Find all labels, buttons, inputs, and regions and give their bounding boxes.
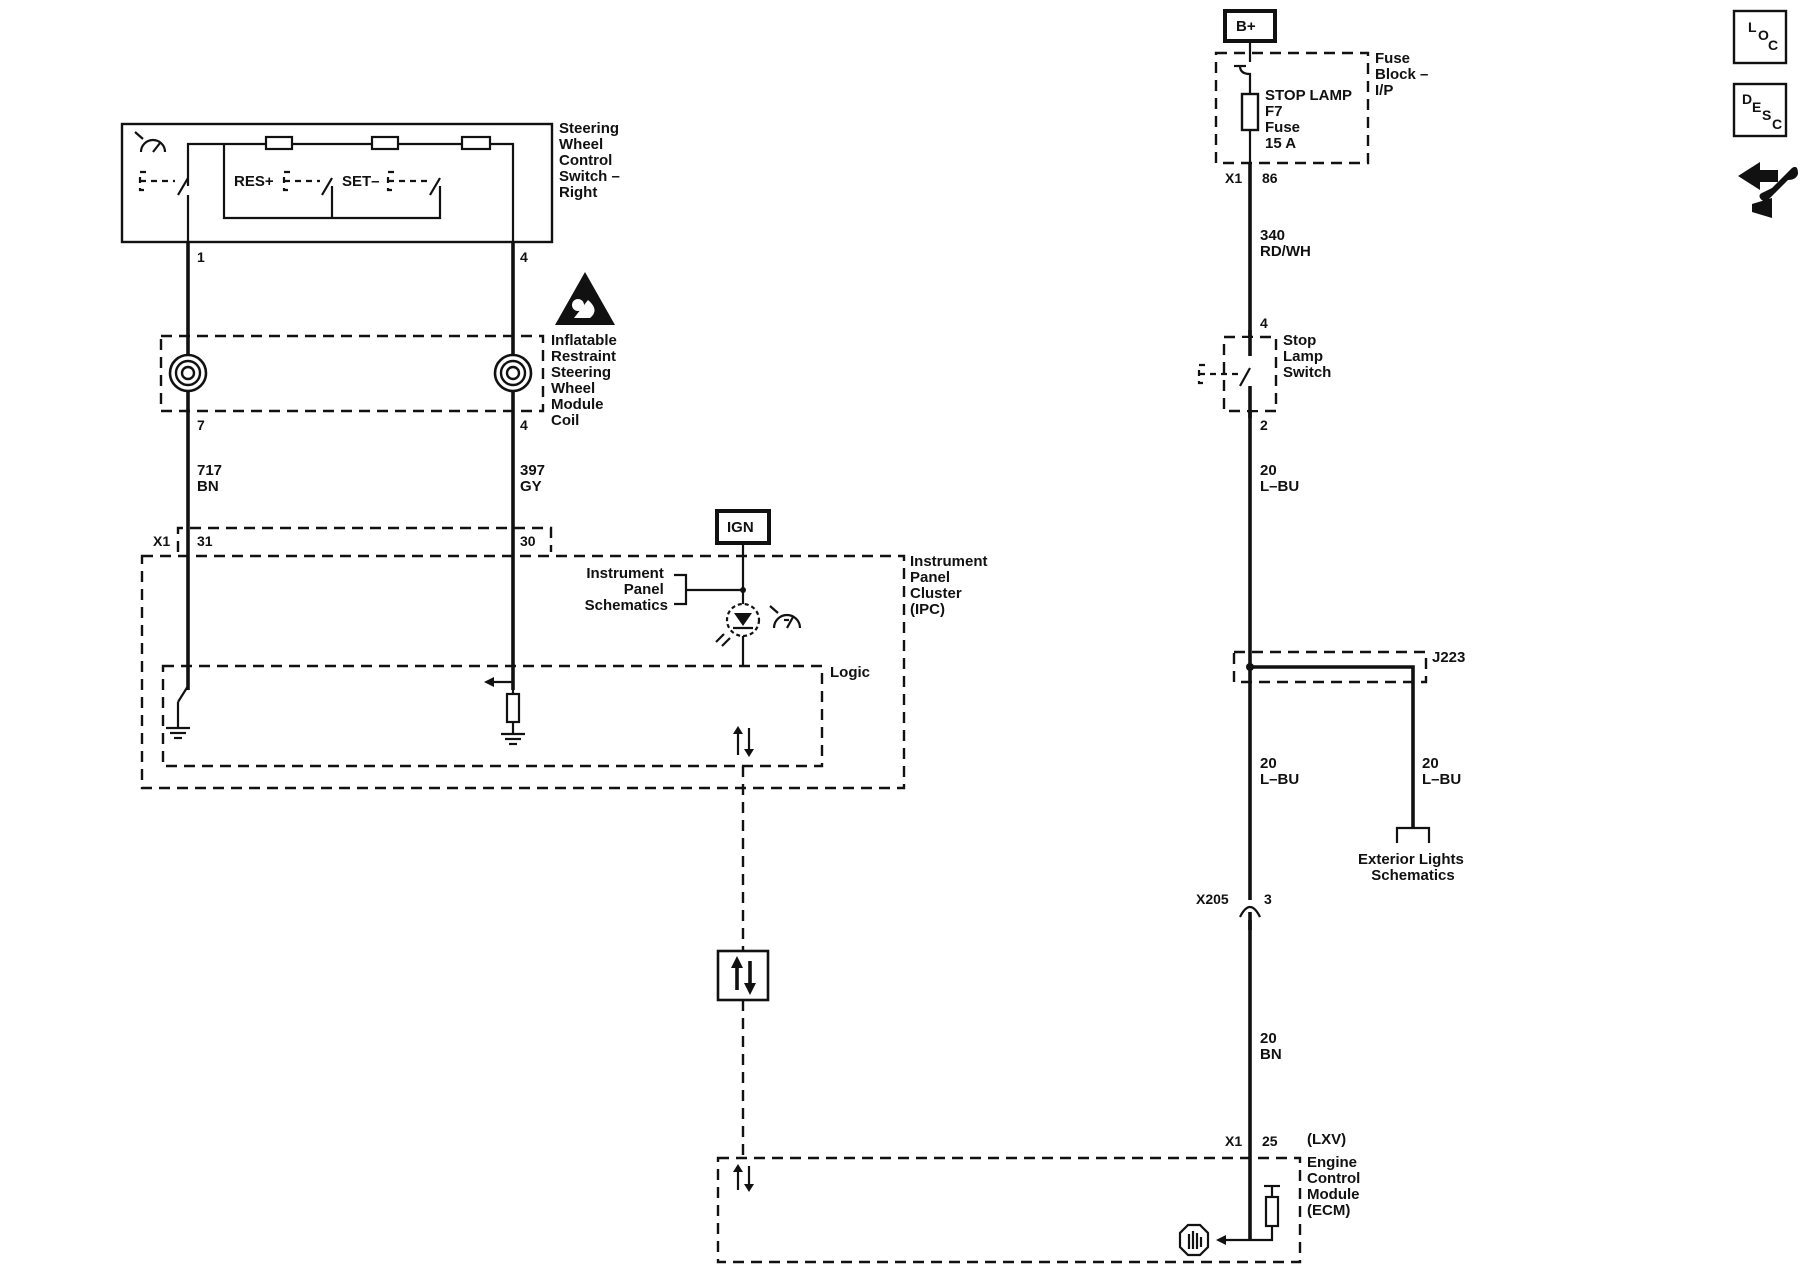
ipc-pin-30: 30 xyxy=(520,533,536,549)
ipc-title: Instrument Panel Cluster (IPC) xyxy=(910,553,992,618)
battery-label: B+ xyxy=(1236,18,1256,35)
svg-text:C: C xyxy=(1768,37,1778,53)
svg-text:D: D xyxy=(1742,91,1752,107)
wire-20-lbu-upper-label: 20 L–BU xyxy=(1260,462,1299,495)
cruise-indicator-led-icon xyxy=(715,602,761,647)
splice-label: J223 xyxy=(1432,649,1465,666)
switch-pin-1: 1 xyxy=(197,249,205,265)
inline-connector-pin-3: 3 xyxy=(1264,891,1272,907)
fuse-label: STOP LAMP F7 Fuse 15 A xyxy=(1265,87,1356,152)
serial-data-box xyxy=(716,949,770,1002)
svg-text:O: O xyxy=(1758,27,1769,43)
ipc-connector-x1: X1 xyxy=(153,533,170,549)
resistor xyxy=(370,135,400,151)
svg-text:L: L xyxy=(1748,19,1757,35)
coil-pin-7: 7 xyxy=(197,417,205,433)
ecm-title: (LXV) Engine Control Module (ECM) xyxy=(1307,1131,1365,1219)
cruise-switch-contact xyxy=(138,170,190,242)
steering-switch-title: Steering Wheel Control Switch – Right xyxy=(559,120,624,201)
resistor xyxy=(264,135,294,151)
ign-label: IGN xyxy=(727,519,754,536)
set-switch-contact xyxy=(386,170,441,196)
ecm-connector-x1: X1 xyxy=(1225,1133,1242,1149)
svg-text:Exterior Lights Schemati: Exterior Lights Schematics xyxy=(1358,851,1468,884)
coil-spiral-right xyxy=(493,353,533,393)
exterior-lights-ref: Exterior Lights Schematics xyxy=(1358,826,1468,884)
splice-j223: J223 xyxy=(1232,649,1465,828)
wire-340-label: 340 RD/WH xyxy=(1260,227,1311,260)
svg-text:S: S xyxy=(1762,107,1771,123)
fuse-pin-86: 86 xyxy=(1262,170,1278,186)
coil-spiral-left xyxy=(168,353,208,393)
stop-switch-pin-2: 2 xyxy=(1260,417,1268,433)
svg-text:C: C xyxy=(1772,116,1782,132)
resistor xyxy=(460,135,492,151)
fuse-element xyxy=(1240,92,1260,132)
switch-pin-4: 4 xyxy=(520,249,528,265)
brake-hand-icon xyxy=(1178,1223,1210,1257)
stop-lamp-switch-title: Stop Lamp Switch xyxy=(1283,332,1331,381)
steering-wheel-control-switch: RES+ SET– Steering Wheel Control Switch … xyxy=(120,120,624,265)
stop-lamp-switch: 4 2 Stop Lamp Switch xyxy=(1197,315,1331,433)
ipc-input-switch xyxy=(166,685,190,740)
ipc-pin-31: 31 xyxy=(197,533,213,549)
wrench-arrows-icon[interactable] xyxy=(1738,162,1798,218)
svg-text:E: E xyxy=(1752,99,1761,115)
set-label: SET– xyxy=(342,173,380,190)
wire-717-label: 717 BN xyxy=(197,462,226,495)
inline-connector-label: X205 xyxy=(1196,891,1229,907)
airbag-coil: Inflatable Restraint Steering Wheel Modu… xyxy=(159,272,621,433)
wire-20-lbu-branch-label: 20 L–BU xyxy=(1422,755,1461,788)
ipc-logic-box xyxy=(161,664,824,768)
instrument-panel-cluster: X1 31 30 Instrument Panel Cluster (IPC) … xyxy=(140,509,992,790)
cruise-control-icon xyxy=(134,131,167,153)
wire-20-bn-label: 20 BN xyxy=(1260,1030,1282,1063)
description-button[interactable]: D E S C xyxy=(1732,82,1788,138)
ecm-pin-25: 25 xyxy=(1262,1133,1278,1149)
inline-connector-x205: X205 3 xyxy=(1196,891,1272,930)
instrument-panel-ref: Instrument Panel Schematics xyxy=(585,565,668,614)
ipc-pullup-resistor xyxy=(484,677,525,746)
res-label: RES+ xyxy=(234,173,274,190)
coil-pin-4: 4 xyxy=(520,417,528,433)
coil-title: Inflatable Restraint Steering Wheel Modu… xyxy=(551,332,621,429)
airbag-warning-icon xyxy=(555,272,615,325)
battery-source xyxy=(1223,9,1277,43)
stop-switch-pin-4: 4 xyxy=(1260,315,1268,331)
cruise-indicator-icon xyxy=(769,605,802,629)
ecm-serial-data-arrows-icon xyxy=(733,1164,754,1192)
wire-20-lbu-lower-label: 20 L–BU xyxy=(1260,755,1299,788)
wire-397-label: 397 GY xyxy=(520,462,549,495)
location-button[interactable]: L O C xyxy=(1732,9,1788,65)
logic-label: Logic xyxy=(830,664,870,681)
switch-housing xyxy=(120,122,554,244)
fuse-block: STOP LAMP F7 Fuse 15 A Fuse Block – I/P … xyxy=(1214,41,1433,186)
fuse-connector-x1: X1 xyxy=(1225,170,1242,186)
engine-control-module: X1 25 (LXV) Engine Control Module (ECM) xyxy=(716,1131,1365,1264)
fuse-block-title: Fuse Block – I/P xyxy=(1375,50,1433,99)
res-switch-contact xyxy=(282,170,333,196)
serial-data-arrows-icon xyxy=(733,726,754,757)
